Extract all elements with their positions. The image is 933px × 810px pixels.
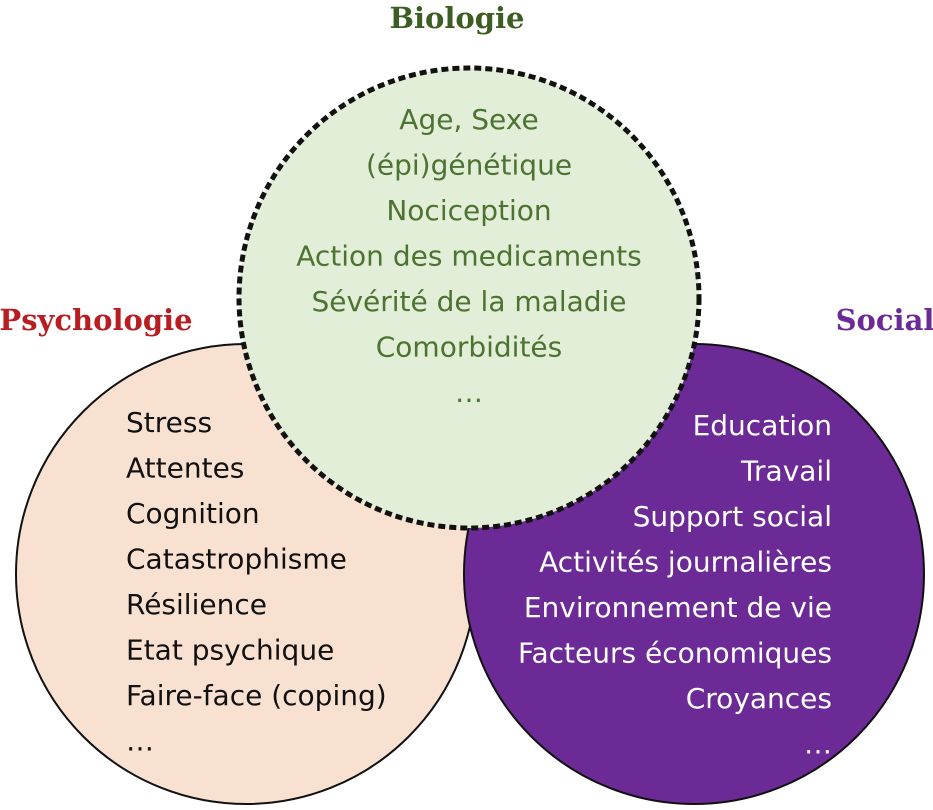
biology-circle [236,65,702,531]
biology-item: … [455,376,483,409]
biology-item: Sévérité de la maladie [311,285,626,318]
social-item: Activités journalières [539,546,832,579]
psychology-item: Stress [126,406,212,439]
psychology-heading: Psychologie [0,303,193,337]
psychology-item: Cognition [126,497,260,530]
psychology-item: Etat psychique [126,634,334,667]
biology-item: Age, Sexe [399,103,538,136]
social-item: Facteurs économiques [518,637,832,670]
psychology-item: Faire-face (coping) [126,679,387,712]
biology-item: Action des medicaments [296,240,642,273]
social-item: Croyances [686,682,832,715]
biology-item-list: Age, Sexe (épi)génétiqueNociceptionAction… [296,103,642,409]
social-heading: Social [836,303,933,337]
psychology-item: Résilience [126,588,267,621]
social-item: … [804,728,832,761]
psychology-item: Attentes [126,452,244,485]
psychology-item: Catastrophisme [126,543,347,576]
psychology-item-list: StressAttentesCognitionCatastrophismeRés… [126,406,387,758]
psychology-item: … [126,725,154,758]
biology-item: Nociception [386,194,551,227]
biology-item: Comorbidités [376,331,563,364]
social-item: Environnement de vie [524,591,832,624]
biology-heading: Biologie [390,1,525,35]
social-item: Support social [633,500,832,533]
social-item: Travail [740,455,832,488]
biology-item: (épi)génétique [366,149,572,182]
social-item: Education [693,409,832,442]
